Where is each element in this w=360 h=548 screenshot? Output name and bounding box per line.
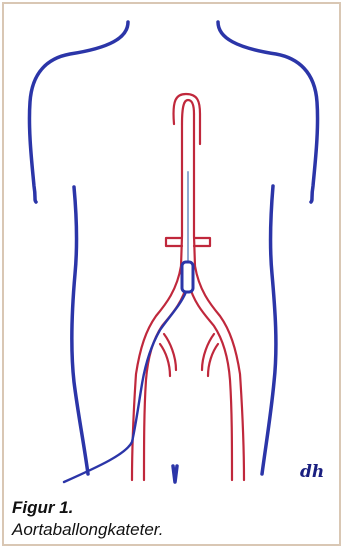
right-shoulder-outline <box>218 22 318 202</box>
left-torso-outline <box>72 187 88 474</box>
body-outline <box>29 22 317 482</box>
left-common-iliac-inner <box>144 284 187 480</box>
catheter-shaft <box>64 292 186 482</box>
right-common-iliac-inner <box>189 284 232 480</box>
figure-caption: Figur 1. Aortaballongkateter. <box>12 497 332 541</box>
genital-outline <box>173 466 177 482</box>
aortic-arch <box>174 94 201 144</box>
right-torso-outline <box>262 186 276 474</box>
artist-signature: dh <box>300 462 324 482</box>
aortic-balloon-catheter-illustration: dh <box>4 4 343 548</box>
right-internal-iliac-branch <box>202 334 218 376</box>
left-internal-iliac-branch <box>160 334 176 376</box>
catheter-balloon <box>182 262 193 292</box>
descending-aorta-right-wall <box>194 114 244 480</box>
caption-text: Aortaballongkateter. <box>12 519 332 541</box>
caption-title: Figur 1. <box>12 497 332 519</box>
left-shoulder-outline <box>29 22 128 202</box>
figure-box: dh Figur 1. Aortaballongkateter. <box>2 2 341 546</box>
descending-aorta-left-wall <box>132 124 182 480</box>
